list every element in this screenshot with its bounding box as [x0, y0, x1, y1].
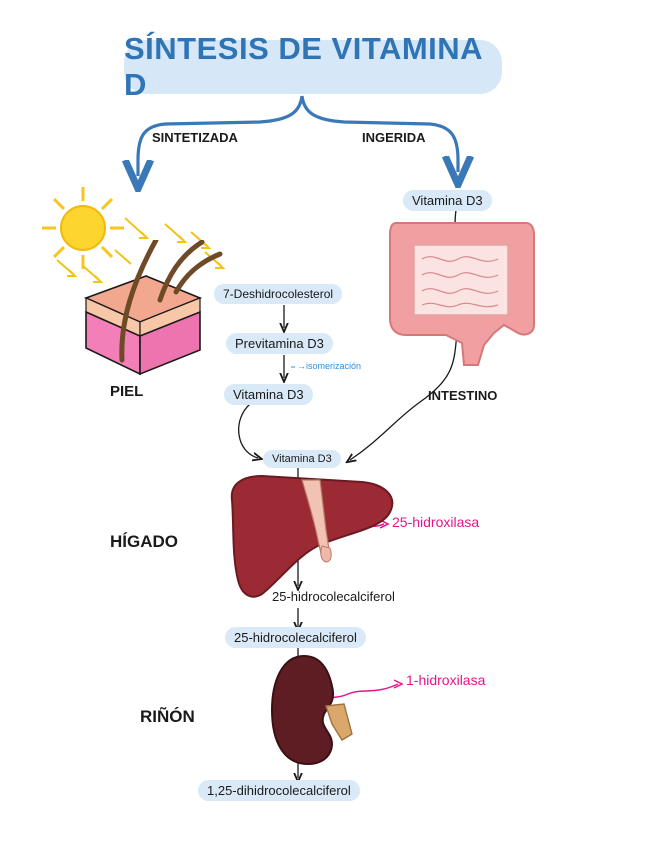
- branch-right-arrow: [300, 95, 458, 172]
- step-vitamina-d3-skin: Vitamina D3: [224, 384, 313, 405]
- organ-label-piel: PIEL: [110, 383, 144, 400]
- organ-label-rinon: RIÑÓN: [140, 707, 195, 726]
- kidney-input-25-hidrocolecalciferol: 25-hidrocolecalciferol: [225, 627, 366, 648]
- skin-icon: [83, 240, 223, 376]
- liver-icon: [230, 474, 394, 598]
- branch-left-arrow: [138, 95, 304, 176]
- intestine-input-vitamina-d3: Vitamina D3: [403, 190, 492, 211]
- kidney-enzyme-head: [393, 679, 404, 689]
- branch-label-ingerida: INGERIDA: [362, 130, 426, 145]
- enzyme-1-hidroxilasa: 1-hidroxilasa: [406, 672, 486, 688]
- organ-label-higado: HÍGADO: [110, 532, 178, 551]
- liver-input-vitamina-d3: Vitamina D3: [263, 450, 341, 468]
- kidney-icon: [270, 654, 353, 766]
- sun-icon: [42, 187, 124, 269]
- step-7-deshidrocolesterol: 7-Deshidrocolesterol: [214, 284, 343, 304]
- kidney-output-125-dihidrocolecalciferol: 1,25-dihidrocolecalciferol: [198, 780, 360, 801]
- liver-output-25-hidrocolecalciferol: 25-hidrocolecalciferol: [272, 589, 395, 604]
- branch-label-sintetizada: SINTETIZADA: [152, 130, 238, 145]
- intestine-icon: [389, 222, 535, 366]
- organ-label-intestino: INTESTINO: [428, 388, 498, 403]
- skin-to-liver-arrow: [238, 403, 258, 458]
- enzyme-25-hidroxilasa: 25-hidroxilasa: [392, 514, 480, 530]
- isomerization-note: →isomerización: [297, 361, 362, 371]
- step-previtamina-d3: Previtamina D3: [226, 333, 333, 354]
